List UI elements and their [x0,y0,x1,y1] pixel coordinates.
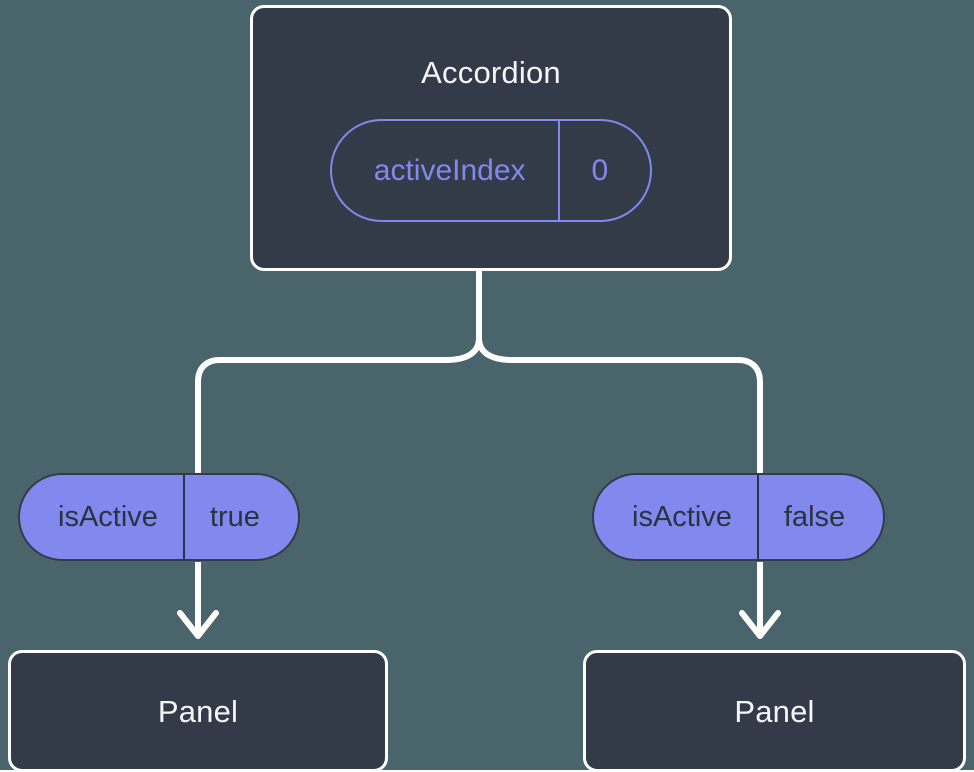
node-panel-right[interactable]: Panel [583,650,966,772]
node-accordion-title: Accordion [421,55,561,90]
node-panel-left[interactable]: Panel [8,650,388,772]
node-accordion[interactable]: Accordion activeIndex 0 [250,5,732,271]
arrow-right-head-icon [739,610,781,639]
prop-pill-value: true [182,475,298,559]
prop-pill-is-active-false[interactable]: isActive false [592,473,886,561]
node-panel-left-title: Panel [157,693,239,729]
prop-pill-key: isActive [58,500,158,533]
prop-pill-value: false [756,475,883,559]
fork-connector [476,268,763,475]
prop-pill-is-active-true[interactable]: isActive true [18,473,300,561]
prop-pill-key: isActive [632,500,732,533]
fork-connector-left [195,335,482,475]
node-panel-right-title: Panel [734,693,815,729]
state-pill-active-index[interactable]: activeIndex 0 [329,119,653,222]
arrow-left-head-icon [177,610,219,639]
state-pill-value: 0 [557,121,651,220]
state-pill-key: activeIndex [373,153,526,187]
